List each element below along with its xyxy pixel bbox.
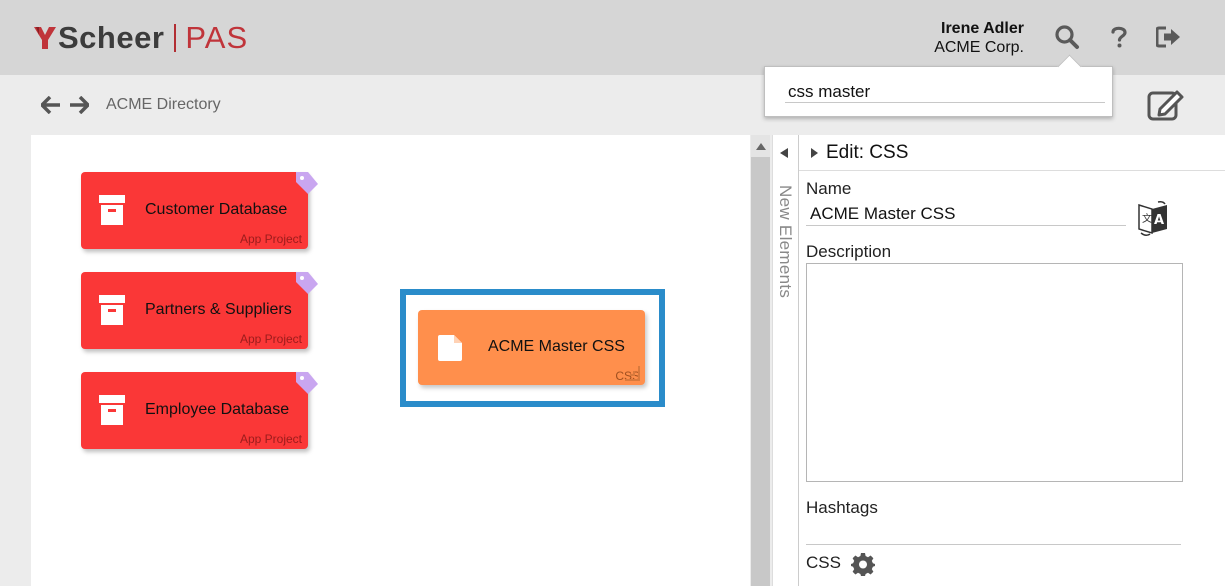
archive-box-icon bbox=[99, 195, 125, 225]
app-project-tile[interactable]: Customer Database App Project bbox=[81, 172, 318, 249]
tag-icon[interactable] bbox=[294, 170, 320, 196]
logout-icon bbox=[1156, 26, 1180, 48]
breadcrumb-current[interactable]: ACME Directory bbox=[106, 96, 221, 113]
edit-panel-title: Edit: CSS bbox=[826, 141, 909, 163]
help-icon bbox=[1111, 26, 1127, 48]
description-label: Description bbox=[806, 242, 892, 261]
gear-icon[interactable] bbox=[851, 552, 875, 576]
css-label: CSS bbox=[806, 553, 841, 572]
hashtags-field[interactable] bbox=[806, 544, 1181, 545]
tile-title: Partners & Suppliers bbox=[145, 301, 292, 318]
app-header: Scheer PAS Irene Adler ACME Corp. bbox=[0, 0, 1225, 75]
svg-text:文: 文 bbox=[1142, 212, 1152, 225]
hashtags-label: Hashtags bbox=[806, 498, 878, 517]
logo-pas-text: PAS bbox=[185, 20, 249, 55]
name-field[interactable] bbox=[806, 202, 1126, 226]
description-field[interactable] bbox=[806, 263, 1183, 482]
tag-icon[interactable] bbox=[294, 370, 320, 396]
user-info: Irene Adler ACME Corp. bbox=[934, 19, 1024, 57]
tile-title: ACME Master CSS bbox=[488, 338, 625, 355]
breadcrumb: ACME Directory bbox=[40, 94, 221, 116]
scheer-logo-mark-icon bbox=[34, 27, 56, 49]
logo-scheer-text: Scheer bbox=[58, 20, 165, 55]
forward-button[interactable] bbox=[68, 94, 90, 116]
triangle-up-icon bbox=[755, 142, 766, 150]
canvas-scrollbar[interactable] bbox=[751, 135, 770, 586]
tag-icon[interactable] bbox=[294, 270, 320, 296]
triangle-right-icon bbox=[811, 147, 818, 158]
document-icon bbox=[438, 335, 462, 361]
archive-box-icon bbox=[99, 295, 125, 325]
selection-highlight bbox=[400, 289, 665, 407]
edit-panel: Edit: CSS Name 文 A Description Hashtags … bbox=[798, 135, 1225, 586]
search-button[interactable] bbox=[1052, 22, 1082, 52]
css-tile-acme-master[interactable]: ACME Master CSS CSS bbox=[418, 310, 645, 385]
new-elements-panel[interactable] bbox=[772, 135, 798, 586]
search-input[interactable] bbox=[785, 81, 1105, 103]
name-label: Name bbox=[806, 179, 852, 198]
tile-title: Customer Database bbox=[145, 201, 288, 218]
help-button[interactable] bbox=[1104, 22, 1134, 52]
translate-icon[interactable]: 文 A bbox=[1136, 201, 1170, 237]
back-arrow-icon bbox=[41, 96, 60, 114]
user-name: Irene Adler bbox=[941, 20, 1024, 37]
forward-arrow-icon bbox=[70, 96, 89, 114]
app-project-tile[interactable]: Employee Database App Project bbox=[81, 372, 318, 449]
edit-panel-header[interactable]: Edit: CSS bbox=[799, 135, 1225, 171]
tile-type: App Project bbox=[239, 332, 302, 346]
scroll-up-button[interactable] bbox=[751, 135, 770, 157]
scheer-pas-logo: Scheer PAS bbox=[34, 20, 248, 56]
logo-divider bbox=[174, 24, 177, 52]
search-popup bbox=[764, 66, 1113, 117]
tile-title: Employee Database bbox=[145, 401, 290, 418]
svg-text:A: A bbox=[1154, 213, 1164, 228]
logout-button[interactable] bbox=[1154, 22, 1184, 52]
edit-pencil-icon bbox=[1147, 90, 1184, 121]
new-elements-label[interactable]: New Elements bbox=[776, 185, 795, 299]
app-project-tile[interactable]: Partners & Suppliers App Project bbox=[81, 272, 318, 349]
back-button[interactable] bbox=[40, 94, 62, 116]
archive-box-icon bbox=[99, 395, 125, 425]
user-organization: ACME Corp. bbox=[934, 39, 1024, 56]
drag-corner-icon[interactable] bbox=[623, 364, 641, 382]
triangle-left-icon[interactable] bbox=[780, 148, 788, 158]
tile-type: App Project bbox=[239, 232, 302, 246]
search-icon bbox=[1055, 25, 1079, 49]
tile-type: App Project bbox=[239, 432, 302, 446]
edit-button[interactable] bbox=[1146, 87, 1186, 123]
